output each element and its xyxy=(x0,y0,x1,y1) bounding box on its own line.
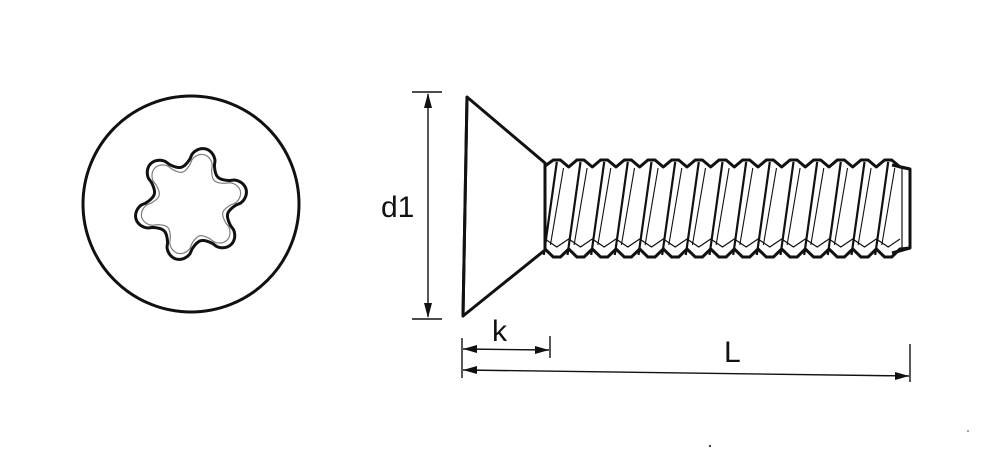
screw-head-top-view xyxy=(81,94,301,314)
dimension-L: L xyxy=(462,336,911,382)
thread-root-line xyxy=(620,167,636,246)
thread-root-line xyxy=(762,167,778,246)
k-dimension-line xyxy=(462,348,550,351)
head-outer-circle xyxy=(81,94,301,314)
thread-crest-line xyxy=(803,161,819,256)
k-arrow-right xyxy=(535,346,549,354)
thread-crest-line xyxy=(590,161,606,256)
thread-crest-line xyxy=(850,161,866,256)
thread-root-line xyxy=(668,167,683,246)
d1-arrow-bottom xyxy=(424,303,432,318)
dimension-k: k xyxy=(461,315,551,378)
thread-crest-line xyxy=(613,161,629,256)
torx-drive-recess-icon xyxy=(134,147,248,261)
thread-root-line xyxy=(715,167,730,246)
k-arrow-left xyxy=(463,345,477,353)
thread-root-line xyxy=(833,167,849,246)
thread-bottom-profile xyxy=(543,246,911,259)
L-arrow-right xyxy=(895,372,909,380)
thread-root-line xyxy=(786,167,801,246)
d1-arrow-top xyxy=(424,93,432,108)
L-label: L xyxy=(724,336,741,369)
dimension-d1: d1 xyxy=(381,91,442,320)
thread-root-line xyxy=(810,167,825,246)
thread-crest-line xyxy=(684,161,700,256)
thread-crest-line xyxy=(779,161,795,256)
k-label: k xyxy=(492,315,508,348)
thread-root-line xyxy=(597,167,612,246)
scan-speck xyxy=(967,430,969,432)
L-dimension-line xyxy=(462,369,910,377)
thread-crest-line xyxy=(566,161,582,256)
screw-side-view xyxy=(461,95,912,318)
scan-speck xyxy=(708,444,712,448)
thread-root-line xyxy=(573,167,588,246)
countersunk-head xyxy=(461,95,547,318)
threaded-shank xyxy=(542,158,912,259)
torx-drive-inner-shading xyxy=(140,153,242,255)
thread-crest-line xyxy=(732,161,748,256)
thread-root-line xyxy=(857,167,872,246)
thread-crest-line xyxy=(661,161,677,256)
thread-top-profile xyxy=(544,158,911,171)
thread-root-line xyxy=(691,167,707,246)
thread-root-line xyxy=(549,167,565,246)
head-face-line xyxy=(461,96,469,317)
thread-crest-line xyxy=(708,161,724,256)
thread-shading xyxy=(544,238,901,248)
thread-root-line xyxy=(881,167,896,246)
thread-crest-line xyxy=(755,161,771,256)
L-arrow-left xyxy=(463,366,477,374)
shank-end-chamfer xyxy=(891,163,912,255)
thread-crest-line xyxy=(637,161,653,256)
thread-root-line xyxy=(739,167,754,246)
thread-root-line xyxy=(644,167,659,246)
thread-crest-line xyxy=(826,161,842,256)
d1-label: d1 xyxy=(381,191,414,224)
thread-crest-line xyxy=(874,161,890,256)
